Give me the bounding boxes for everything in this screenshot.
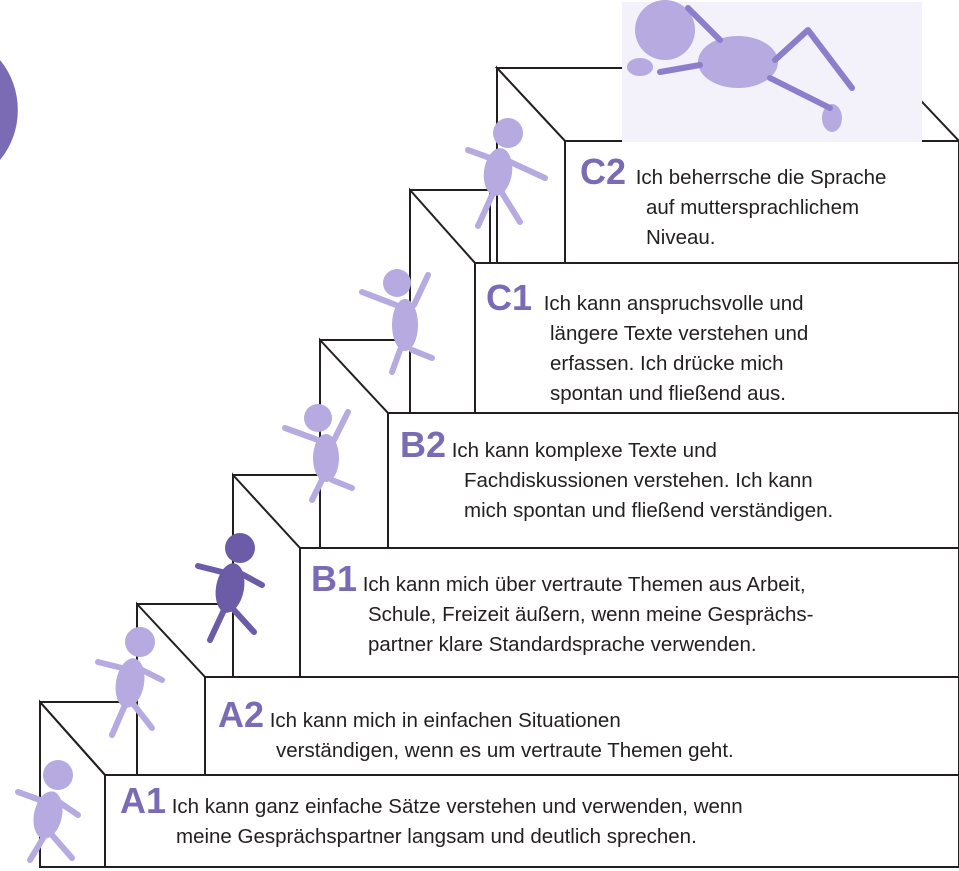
level-b2-line-1: Ich kann komplexe Texte und <box>451 439 717 462</box>
level-c2-line-3: Niveau. <box>646 226 716 249</box>
figure-climbing-c2 <box>465 118 548 229</box>
level-b1-code: B1 <box>311 558 358 599</box>
figure-climbing-b1 <box>195 533 265 643</box>
level-b2-line-2: Fachdiskussionen verstehen. Ich kann <box>464 469 813 492</box>
level-b2-line-3: mich spontan und fließend verständigen. <box>464 499 834 522</box>
level-b2-text: B2 Ich kann komplexe Texte und Fachdisku… <box>400 427 834 526</box>
level-a1-code: A1 <box>120 780 167 821</box>
level-b1-line-2: Schule, Freizeit äußern, wenn meine Gesp… <box>368 603 814 626</box>
level-b1-line-1: Ich kann mich über vertraute Themen aus … <box>362 573 806 596</box>
level-c1-line-3: erfassen. Ich drücke mich <box>550 352 784 375</box>
level-c1-line-4: spontan und fließend aus. <box>550 382 786 405</box>
partial-purple-circle <box>0 60 18 160</box>
figure-lying-top <box>622 0 922 142</box>
figure-climbing-b2 <box>282 404 355 503</box>
level-a2-text: A2 Ich kann mich in einfachen Situatione… <box>218 697 734 766</box>
level-c1-code: C1 <box>486 277 533 318</box>
level-c2-text: C2 Ich beherrsche die Sprache auf mutter… <box>580 154 887 253</box>
level-c2-line-1: Ich beherrsche die Sprache <box>635 166 887 189</box>
figure-climbing-c1 <box>359 269 435 375</box>
level-b1-text: B1 Ich kann mich über vertraute Themen a… <box>311 561 814 660</box>
level-a1-text: A1 Ich kann ganz einfache Sätze verstehe… <box>120 783 743 852</box>
level-a2-line-1: Ich kann mich in einfachen Situationen <box>269 709 621 732</box>
level-c2-code: C2 <box>580 151 627 192</box>
level-b1-line-3: partner klare Standardsprache verwenden. <box>368 633 757 656</box>
level-a1-line-1: Ich kann ganz einfache Sätze verstehen u… <box>171 795 743 818</box>
level-a2-line-2: verständigen, wenn es um vertraute Theme… <box>276 739 734 762</box>
level-c1-text: C1 Ich kann anspruchsvolle und längere T… <box>486 280 809 409</box>
step-c1 <box>409 187 959 414</box>
level-c2-line-2: auf muttersprachlichem <box>646 196 860 219</box>
level-a2-code: A2 <box>218 694 265 735</box>
level-c1-line-1: Ich kann anspruchsvolle und <box>543 292 804 315</box>
step-b2 <box>319 337 959 549</box>
level-a1-line-2: meine Gesprächspartner langsam und deutl… <box>176 825 697 848</box>
figure-climbing-a1 <box>15 760 81 863</box>
level-b2-code: B2 <box>400 424 447 465</box>
level-c1-line-2: längere Texte verstehen und <box>550 322 809 345</box>
figure-climbing-a2 <box>95 627 165 738</box>
